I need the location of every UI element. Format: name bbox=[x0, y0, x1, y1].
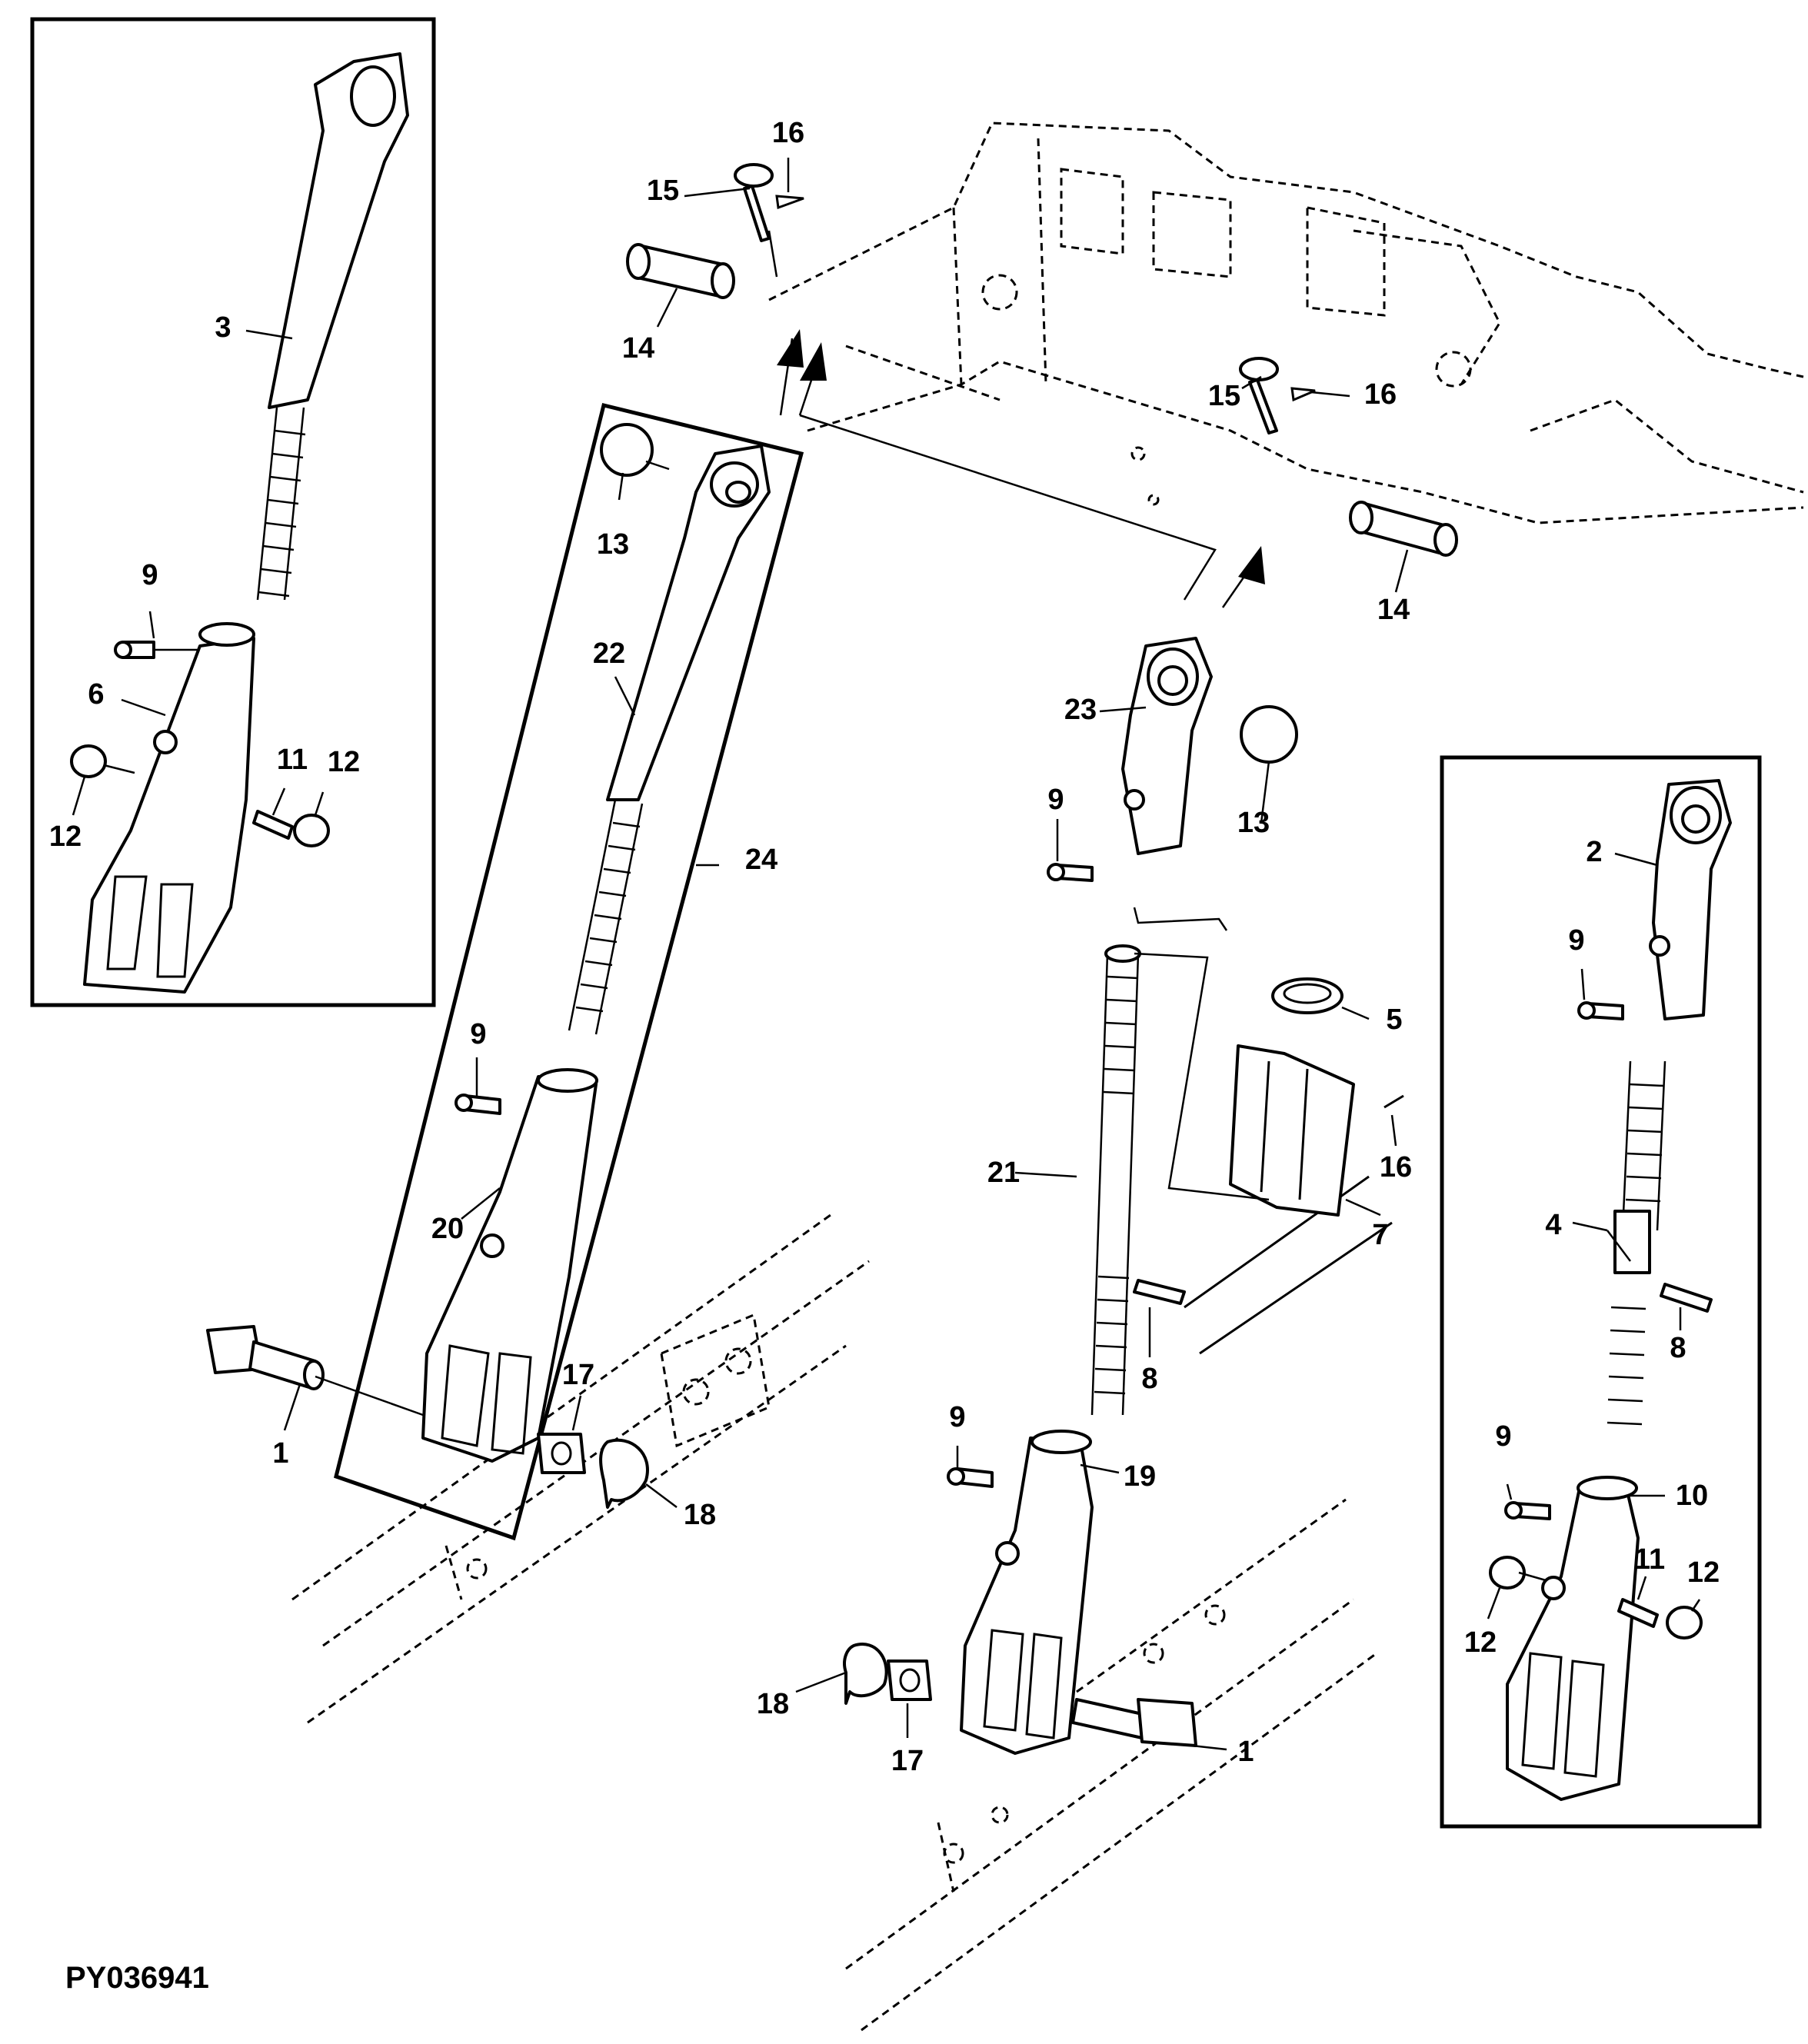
grease-fitting-9-lower bbox=[947, 1467, 994, 1488]
label-18-left: 18 bbox=[684, 1499, 716, 1531]
label-12-left-a: 12 bbox=[49, 821, 82, 853]
label-12-right-a: 12 bbox=[1464, 1626, 1497, 1659]
pin-8-center bbox=[1133, 1279, 1186, 1305]
lift-link-assembly-2 bbox=[1506, 779, 1732, 1801]
label-10: 10 bbox=[1676, 1480, 1708, 1512]
hitch-arrows bbox=[777, 329, 1265, 608]
label-1-center: 1 bbox=[1237, 1736, 1254, 1768]
label-15-top-right: 15 bbox=[1208, 380, 1240, 412]
label-3: 3 bbox=[215, 311, 231, 344]
cap-5 bbox=[1271, 977, 1344, 1014]
label-12-left-b: 12 bbox=[328, 746, 360, 778]
label-9-kit: 9 bbox=[470, 1018, 486, 1050]
label-11-right: 11 bbox=[1634, 1543, 1665, 1576]
label-16-top-left: 16 bbox=[772, 117, 804, 149]
center-link-assembly bbox=[960, 637, 1298, 1755]
label-21: 21 bbox=[987, 1157, 1020, 1189]
label-24: 24 bbox=[745, 844, 777, 876]
tractor-frame-bottom bbox=[291, 1175, 1393, 2032]
guide-7 bbox=[1229, 1044, 1355, 1217]
clip-18-left bbox=[599, 1438, 649, 1509]
label-2: 2 bbox=[1586, 836, 1602, 868]
grease-fitting-9-right-lower bbox=[1504, 1501, 1551, 1520]
pin-15-left bbox=[734, 163, 774, 242]
label-9-right-lower: 9 bbox=[1495, 1420, 1511, 1453]
grease-fitting-9-kit bbox=[454, 1094, 501, 1115]
clip-16-right bbox=[1290, 387, 1316, 402]
label-16-top-right: 16 bbox=[1364, 378, 1397, 411]
leader-lines bbox=[72, 158, 1701, 1751]
kit-frame-24 bbox=[334, 402, 804, 1541]
label-6: 6 bbox=[88, 678, 104, 711]
label-1-left: 1 bbox=[272, 1437, 288, 1470]
washer-17-center bbox=[887, 1660, 932, 1701]
lift-link-assembly-3 bbox=[83, 52, 409, 994]
pin-11-right bbox=[1617, 1598, 1703, 1640]
bushing-12-right-a bbox=[1489, 1556, 1526, 1590]
figure-reference: PY036941 bbox=[65, 1961, 209, 1995]
label-14-top-left: 14 bbox=[622, 332, 654, 365]
label-16-center: 16 bbox=[1380, 1151, 1412, 1183]
label-17-center: 17 bbox=[891, 1745, 924, 1777]
callout-labels: 3 9 6 11 12 12 16 15 14 13 22 24 9 20 17… bbox=[49, 117, 1720, 1777]
label-9-left: 9 bbox=[142, 559, 158, 591]
label-8-right: 8 bbox=[1670, 1332, 1686, 1364]
label-9-right-upper: 9 bbox=[1568, 924, 1584, 957]
tractor-frame-top bbox=[768, 122, 1804, 524]
pin-14-left bbox=[626, 243, 735, 299]
label-19: 19 bbox=[1124, 1460, 1156, 1493]
pin-14-right bbox=[1349, 501, 1458, 557]
label-4: 4 bbox=[1545, 1209, 1561, 1241]
bushing-12-left-a bbox=[70, 744, 107, 778]
label-18-center: 18 bbox=[757, 1688, 789, 1720]
pin-15-right bbox=[1239, 357, 1279, 434]
pin-1-center bbox=[1071, 1698, 1197, 1747]
grease-fitting-9-right-upper bbox=[1577, 1001, 1624, 1020]
label-17-left: 17 bbox=[562, 1359, 594, 1391]
lift-link-kit-24 bbox=[421, 423, 771, 1463]
pin-8-right bbox=[1660, 1283, 1713, 1313]
grease-fitting-9-upper bbox=[1047, 863, 1094, 882]
label-22: 22 bbox=[593, 638, 625, 670]
inset-frame-left bbox=[30, 17, 436, 1007]
label-9-center-upper: 9 bbox=[1047, 784, 1064, 816]
label-13-kit: 13 bbox=[597, 528, 629, 561]
clip-18-center bbox=[843, 1643, 888, 1705]
grease-fitting-9-left bbox=[114, 641, 155, 659]
clip-16-center bbox=[1383, 1094, 1404, 1109]
label-9-center-lower: 9 bbox=[949, 1401, 965, 1433]
clip-16-left bbox=[775, 195, 804, 210]
label-15-top-left: 15 bbox=[647, 175, 679, 207]
label-14-top-right: 14 bbox=[1377, 594, 1410, 626]
pin-1-left bbox=[206, 1325, 325, 1390]
inset-frame-right bbox=[1440, 755, 1762, 1829]
label-13-center: 13 bbox=[1237, 807, 1270, 839]
label-23: 23 bbox=[1064, 694, 1097, 726]
pin-11-left bbox=[252, 810, 330, 847]
label-11-left: 11 bbox=[277, 744, 308, 776]
label-12-right-b: 12 bbox=[1687, 1556, 1720, 1589]
label-20: 20 bbox=[431, 1213, 464, 1245]
label-8-center: 8 bbox=[1141, 1363, 1157, 1395]
washer-17-left bbox=[537, 1433, 586, 1474]
label-5: 5 bbox=[1386, 1004, 1402, 1036]
label-7: 7 bbox=[1372, 1219, 1388, 1251]
